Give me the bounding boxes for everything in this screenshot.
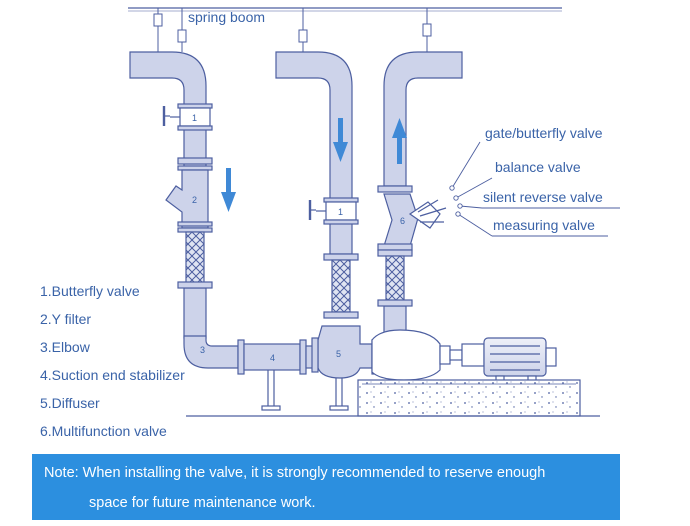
flow-arrow-right-up <box>392 118 407 164</box>
butterfly-valve-middle-number: 1 <box>338 207 343 217</box>
component-legend: 1.Butterfly valve 2.Y filter 3.Elbow 4.S… <box>40 283 185 439</box>
butterfly-valve-left <box>162 103 213 131</box>
gate-butterfly-valve-label: gate/butterfly valve <box>485 125 603 141</box>
elbow-number: 3 <box>200 345 205 355</box>
flow-arrow-left-down <box>221 168 236 212</box>
y-filter-number: 2 <box>192 195 197 205</box>
legend-item: 6.Multifunction valve <box>40 423 167 439</box>
ceiling <box>128 7 562 12</box>
spring-hanger-left <box>153 8 187 52</box>
callout-leaders <box>449 141 620 237</box>
pump-motor <box>483 337 557 383</box>
diffuser-number: 5 <box>336 349 341 359</box>
pipe-support-middle <box>329 378 349 411</box>
note-line-1: Note: When installing the valve, it is s… <box>44 465 546 481</box>
balance-valve-label: balance valve <box>495 159 581 175</box>
legend-item: 1.Butterfly valve <box>40 283 140 299</box>
legend-item: 5.Diffuser <box>40 395 100 411</box>
flexible-joint-middle <box>323 253 359 319</box>
butterfly-valve-middle <box>308 197 359 225</box>
maintenance-note: Note: When installing the valve, it is s… <box>32 454 620 520</box>
concrete-pump-base <box>357 379 581 417</box>
legend-item: 3.Elbow <box>40 339 91 355</box>
legend-item: 2.Y filter <box>40 311 91 327</box>
note-line-2: space for future maintenance work. <box>89 495 316 511</box>
suction-end-stabilizer <box>237 339 319 375</box>
flexible-joint-right <box>377 249 413 307</box>
butterfly-valve-left-number: 1 <box>192 113 197 123</box>
pipe-support-left <box>261 370 281 411</box>
suction-stabilizer-number: 4 <box>270 353 275 363</box>
measuring-valve-label: measuring valve <box>493 217 595 233</box>
legend-item: 4.Suction end stabilizer <box>40 367 185 383</box>
diffuser <box>311 325 379 379</box>
flexible-joint-left <box>177 231 213 289</box>
y-filter <box>165 157 213 233</box>
silent-reverse-valve-label: silent reverse valve <box>483 189 603 205</box>
multifunction-valve-number: 6 <box>400 216 405 226</box>
multifunction-valve <box>377 185 447 251</box>
flow-arrow-middle-down <box>333 118 348 162</box>
pump-casing <box>371 329 485 381</box>
spring-boom-label: spring boom <box>188 9 265 25</box>
